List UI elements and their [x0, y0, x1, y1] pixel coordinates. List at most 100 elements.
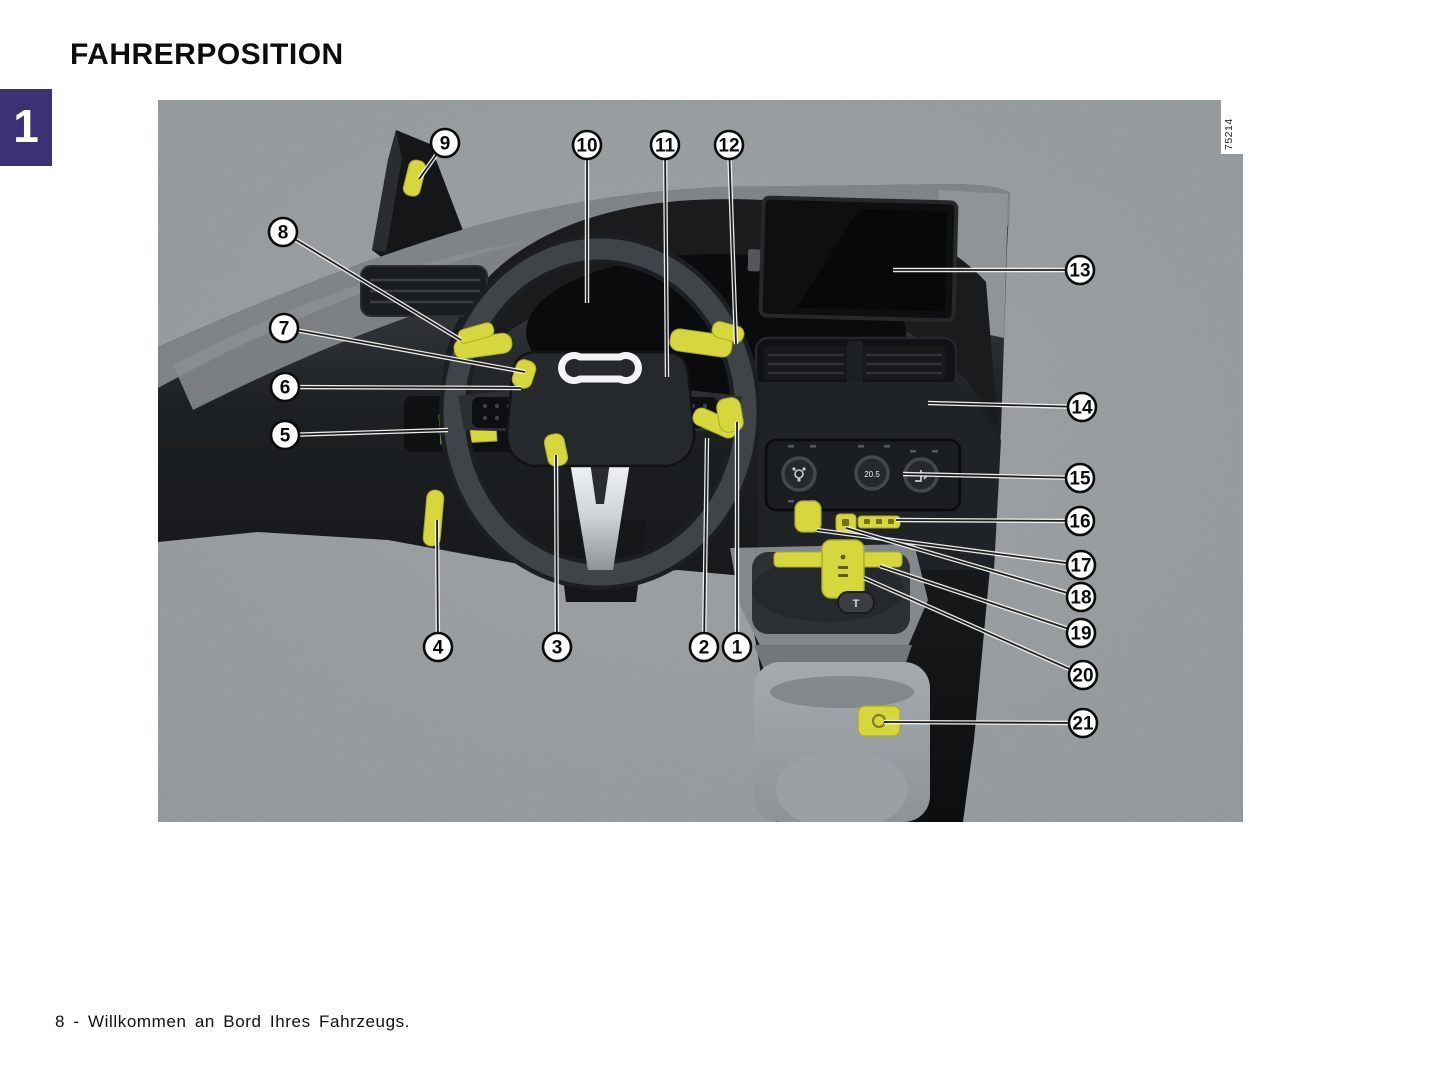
page-footer: 8 - Willkommen an Bord Ihres Fahrzeugs. [55, 1012, 411, 1031]
callout-number: 8 [278, 223, 289, 244]
leader-line [282, 231, 462, 341]
callout-circle [1065, 549, 1097, 581]
callout-13: 13 [893, 254, 1096, 286]
callout-number: 12 [718, 136, 739, 157]
callout-number: 10 [576, 136, 597, 157]
callout-circle [1064, 462, 1096, 494]
callout-circle [713, 129, 745, 161]
gear-shifter: T [730, 539, 928, 680]
callout-18: 18 [845, 525, 1097, 613]
svg-text:20.5: 20.5 [864, 470, 880, 479]
callout-circle [422, 631, 454, 663]
leader-line [816, 529, 1082, 566]
callout-circle [1065, 581, 1097, 613]
callout-15: 15 [902, 462, 1096, 494]
callout-number: 3 [552, 638, 563, 659]
callout-number: 19 [1070, 624, 1091, 645]
touchscreen [747, 195, 959, 323]
svg-text:T: T [853, 598, 860, 610]
highlight-parking-brake-switch [794, 500, 822, 533]
cockpit-figure: 20.5 [158, 100, 1243, 830]
svg-text:75214: 75214 [1223, 118, 1235, 150]
callout-3: 3 [541, 454, 573, 663]
callout-2: 2 [688, 437, 720, 663]
callout-number: 5 [280, 426, 291, 447]
callout-circle [269, 419, 301, 451]
callout-number: 21 [1072, 714, 1094, 735]
callout-circle [1064, 254, 1096, 286]
callout-number: 4 [433, 638, 444, 659]
callout-number: 7 [279, 319, 290, 340]
cockpit-illustration: 20.5 [158, 100, 1243, 830]
callout-1: 1 [721, 422, 753, 663]
callout-circle [688, 631, 720, 663]
callout-8: 8 [267, 216, 463, 342]
callout-number: 13 [1069, 261, 1090, 282]
center-console-storage [754, 662, 930, 830]
callout-number: 11 [655, 136, 676, 157]
leader-line [728, 144, 737, 345]
callout-number: 6 [280, 378, 291, 399]
leader-line [436, 519, 439, 648]
page-title: FAHRERPOSITION [70, 38, 344, 71]
leader-line [284, 386, 522, 389]
callout-9: 9 [417, 127, 461, 181]
callout-14: 14 [927, 391, 1098, 423]
callout-number: 1 [732, 638, 743, 659]
leader-line [845, 527, 1082, 598]
leader-line [664, 144, 668, 378]
callout-circle [649, 129, 681, 161]
center-air-vents [754, 336, 958, 390]
leader-line [283, 327, 526, 373]
callout-circle [1066, 391, 1098, 423]
callout-number: 14 [1071, 398, 1093, 419]
callout-19: 19 [879, 563, 1097, 649]
leader-line [555, 454, 558, 648]
leader-line [703, 437, 708, 648]
callout-circle [269, 371, 301, 403]
callout-circle [268, 312, 300, 344]
highlight-mirror-adjust [402, 159, 427, 197]
callout-circle [267, 216, 299, 248]
silver-bottom-spoke [570, 462, 630, 570]
callout-circle [721, 631, 753, 663]
callout-circle [571, 129, 603, 161]
console-buttons [794, 500, 901, 533]
callout-number: 20 [1072, 666, 1093, 687]
callout-number: 17 [1070, 556, 1091, 577]
leader-line [927, 402, 1083, 408]
callout-7: 7 [268, 312, 526, 375]
leader-line [284, 429, 449, 436]
callout-number: 2 [699, 638, 710, 659]
chapter-tab: 1 [0, 89, 52, 166]
callout-5: 5 [269, 419, 449, 451]
callout-number: 15 [1069, 469, 1091, 490]
leader-line [895, 519, 1081, 522]
chapter-tab-number: 1 [13, 99, 39, 152]
highlight-wheel-adjust-lever [543, 433, 569, 467]
temperature-knob: 20.5 [854, 455, 890, 491]
callout-10: 10 [571, 129, 603, 303]
callout-circle [1067, 659, 1099, 691]
callout-circle [1064, 505, 1096, 537]
fan-knob [781, 456, 817, 492]
leader-line [902, 473, 1081, 479]
callout-circle [1067, 707, 1099, 739]
callout-number: 9 [440, 134, 451, 155]
callout-number: 16 [1069, 512, 1090, 533]
callout-circle [429, 127, 461, 159]
figure-code-label: 75214 [1221, 100, 1243, 154]
callout-number: 18 [1070, 588, 1091, 609]
callout-12: 12 [713, 129, 745, 345]
callout-17: 17 [816, 527, 1097, 581]
callout-21: 21 [883, 707, 1099, 739]
callout-16: 16 [895, 505, 1096, 537]
callout-4: 4 [422, 519, 454, 663]
callout-6: 6 [269, 371, 522, 403]
leader-line [883, 721, 1084, 724]
callout-20: 20 [863, 575, 1099, 691]
dacia-logo [558, 352, 642, 384]
leader-line [879, 565, 1082, 634]
